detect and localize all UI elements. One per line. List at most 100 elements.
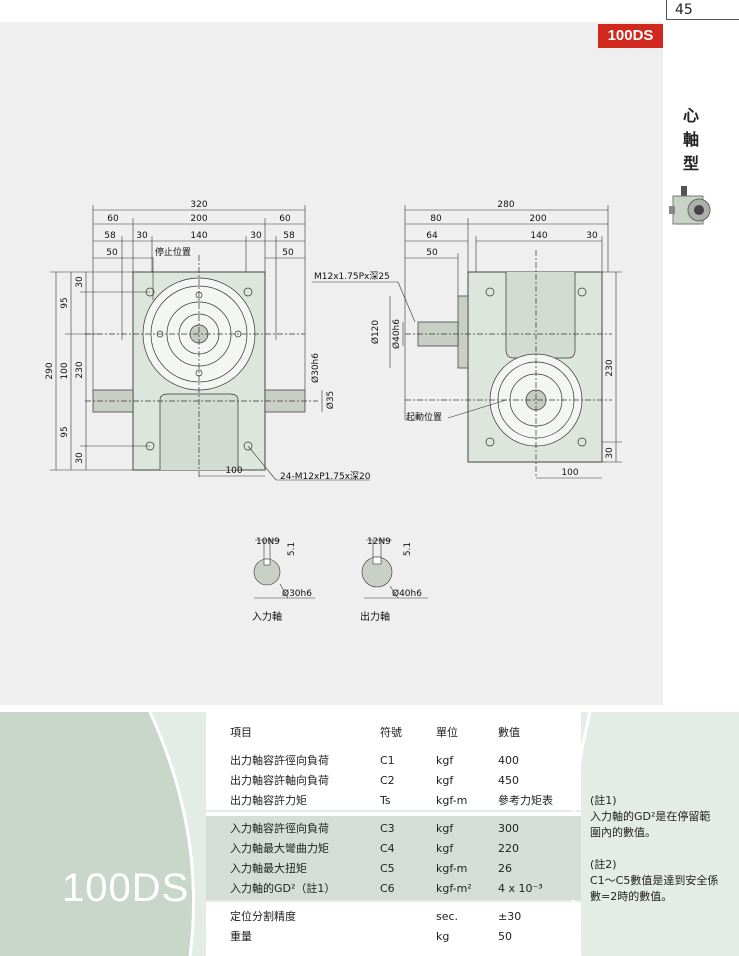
cell-item: 入力軸容許徑向負荷 [230,822,329,835]
dim-30-left: 30 [136,231,148,241]
header-value: 數值 [498,726,520,739]
side-dim-30: 30 [586,231,598,241]
front-view [85,255,318,478]
cell-symbol: Ts [380,793,391,807]
hole-note-bottom: 24-M12xP1.75x深20 [280,471,371,482]
header-unit: 單位 [436,726,458,739]
side-dia-40: Ø40h6 [391,319,402,349]
dim-30-bottom: 30 [75,452,85,464]
cell-value: 26 [498,861,512,875]
cell-item: 入力軸最大彎曲力矩 [230,842,329,855]
start-position-label: 起動位置 [406,411,442,423]
dim-50-right: 50 [282,248,294,258]
spec-table: 項目 符號 單位 數值 出力軸容許徑向負荷 C1 kgf 400 出力軸容許軸向… [226,722,581,946]
table-row: 出力軸容許軸向負荷 C2 kgf 450 [226,770,581,790]
notes: (註1) 入力軸的GD²是在停留範圍內的數值。 (註2) C1～C5數值是達到安… [590,793,720,905]
key-in-label: 入力軸 [252,610,282,623]
dim-30-right: 30 [250,231,262,241]
table-row: 出力軸容許徑向負荷 C1 kgf 400 [226,750,581,770]
stop-position-label: 停止位置 [155,246,191,258]
dim-60-left: 60 [107,214,119,224]
hole-note-top: M12x1.75Px深25 [314,271,390,282]
side-bottom-dim: 100 [561,468,578,478]
cell-symbol [376,906,432,926]
dim-95-bottom: 95 [60,426,70,437]
cell-symbol: C1 [380,753,395,767]
page-number: 45 [666,0,739,20]
table-row: 入力軸容許徑向負荷 C3 kgf 300 [226,818,581,838]
cell-item: 入力軸最大扭矩 [230,862,307,875]
cell-symbol: C5 [380,861,395,875]
cell-unit: sec. [436,909,459,923]
cell-symbol: C2 [380,773,395,787]
side-dim-200: 200 [529,214,546,224]
cell-item: 出力軸容許力矩 [230,794,307,807]
key-out-label: 出力軸 [360,610,390,623]
cell-value: 參考力矩表 [498,794,553,807]
side-dia-120: Ø120 [370,320,381,345]
key-in-width: 10N9 [256,537,280,547]
side-dim-280: 280 [497,200,514,210]
dim-230: 230 [75,361,85,378]
cell-symbol: C6 [380,881,395,895]
dim-60-right: 60 [279,214,291,224]
key-in-depth: 5.1 [287,542,297,556]
spec-panel [0,712,739,956]
note2-text: C1～C5數值是達到安全係數=2時的數值。 [590,874,719,903]
table-row: 入力軸最大扭矩 C5 kgf-m 26 [226,858,581,878]
cell-value: 4 x 10⁻³ [498,881,543,895]
side-view [405,250,612,478]
cell-value: ±30 [498,909,522,923]
cell-unit: kgf-m [436,793,468,807]
dim-100: 100 [60,362,70,379]
dim-200: 200 [190,214,207,224]
table-row: 重量 kg 50 [226,926,581,946]
side-dim-230: 230 [605,359,615,376]
side-dim-140: 140 [530,231,547,241]
table-row: 定位分割精度 sec. ±30 [226,906,581,926]
model-label: 100DS [62,866,190,910]
cell-value: 450 [498,773,519,787]
cell-unit: kgf [436,773,454,787]
key-out-depth: 5.1 [403,542,413,556]
cell-item: 重量 [230,930,252,943]
side-dim-50: 50 [426,248,438,258]
model-badge: 100DS [598,24,663,48]
cell-value: 50 [498,929,512,943]
cell-value: 300 [498,821,519,835]
cell-item: 入力軸的GD²（註1） [230,882,336,895]
side-dim-30-right: 30 [605,447,615,459]
input-shaft-key [253,539,315,599]
cell-value: 220 [498,841,519,855]
key-in-dia: Ø30h6 [282,588,312,599]
spec-panel-decoration [0,712,592,956]
front-bottom-dim: 100 [225,466,242,476]
cell-item: 定位分割精度 [230,910,296,923]
cell-unit: kgf-m [436,861,468,875]
side-dim-64: 64 [426,231,438,241]
key-out-dia: Ø40h6 [392,588,422,599]
indexer-product-icon [669,186,711,225]
key-out-width: 12N9 [367,537,391,547]
table-row: 出力軸容許力矩 Ts kgf-m 參考力矩表 [226,790,581,810]
cell-symbol: C4 [380,841,395,855]
header-symbol: 符號 [380,726,402,739]
cell-unit: kgf [436,821,454,835]
shaft-dia-30: Ø30h6 [310,353,321,383]
dim-140: 140 [190,231,207,241]
cell-symbol: C3 [380,821,395,835]
dim-58-right: 58 [283,231,295,241]
side-title-char: 型 [683,154,700,173]
side-title-char: 心 [683,106,700,125]
dim-320: 320 [190,200,207,210]
dim-50-left: 50 [106,248,118,258]
output-shaft-key [361,539,428,599]
cell-unit: kgf [436,841,454,855]
side-title: 心 軸 型 [683,104,699,176]
cell-symbol [376,926,432,946]
note1-text: 入力軸的GD²是在停留範圍內的數值。 [590,810,711,839]
dim-30-top: 30 [75,276,85,288]
side-dim-80: 80 [430,214,442,224]
cell-unit: kgf [436,753,454,767]
table-header-row: 項目 符號 單位 數值 [226,722,581,742]
